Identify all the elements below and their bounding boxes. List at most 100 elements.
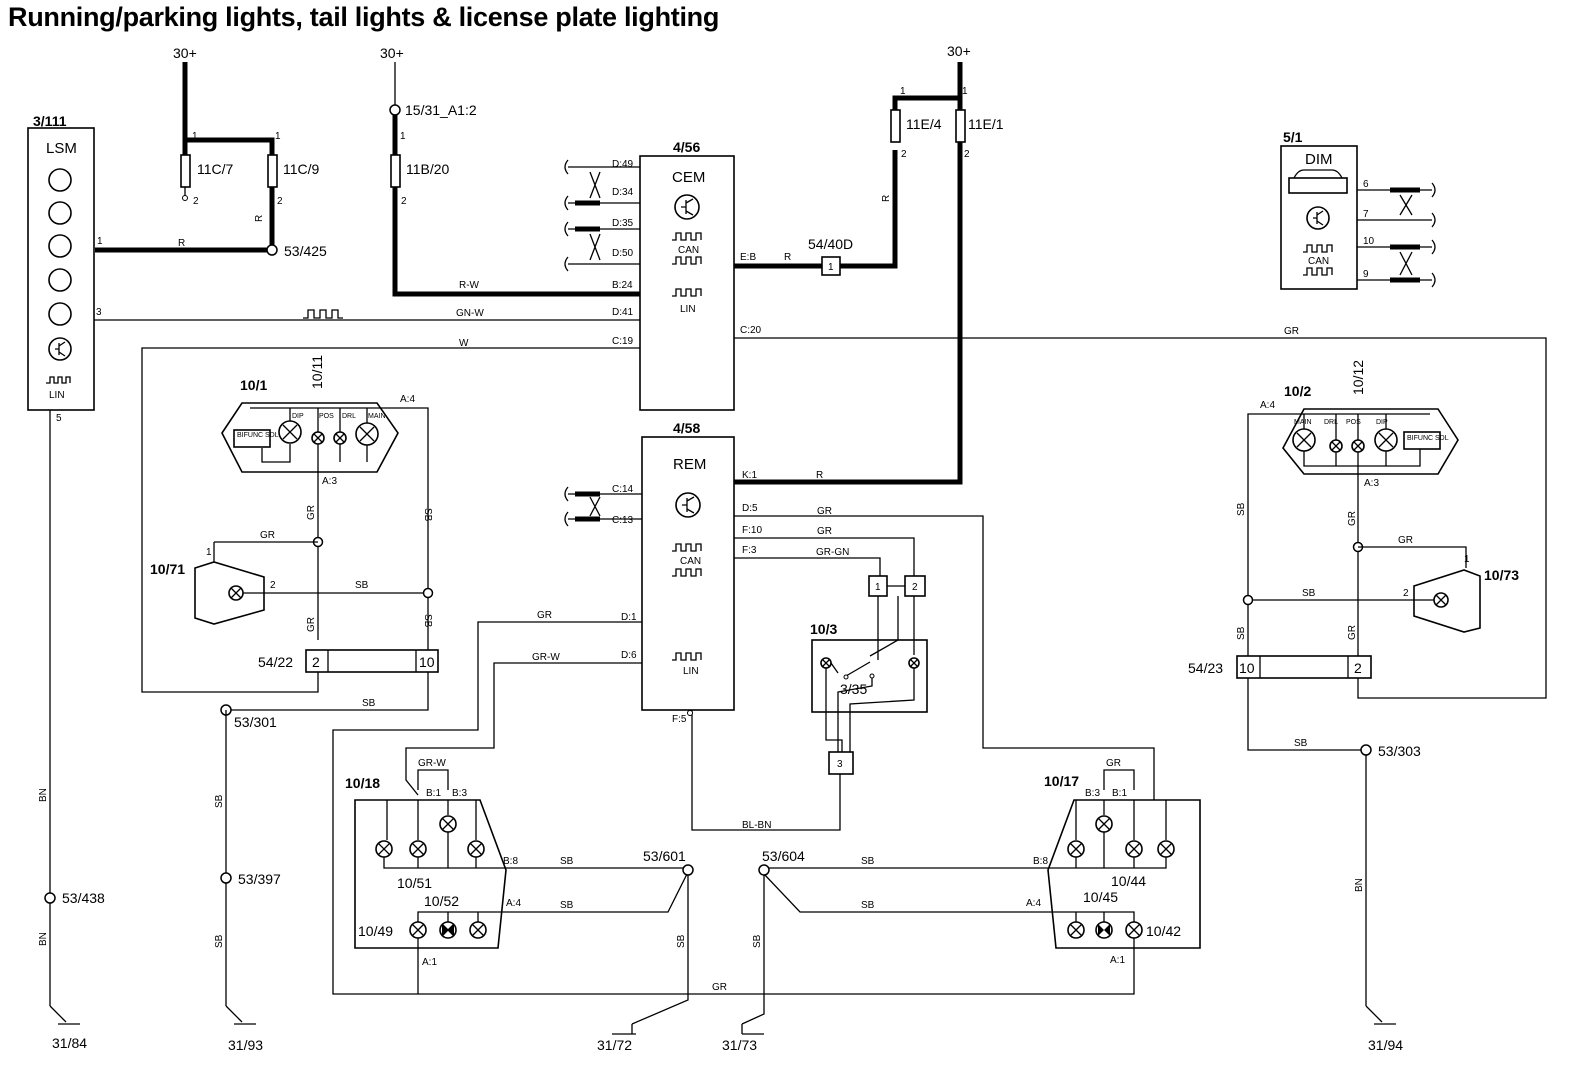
rem-pin-label: C:13 (612, 515, 634, 526)
pin-label: 1 (97, 236, 103, 247)
component-label: 10/45 (1083, 889, 1118, 905)
dim-pin-label: 9 (1363, 269, 1369, 280)
wire-color-label: R-W (459, 280, 480, 291)
lamp-label: POS (319, 413, 334, 420)
connector-label: 54/23 (1188, 660, 1223, 676)
cem-name: CEM (672, 169, 705, 186)
wire-color-label: W (459, 338, 469, 349)
component-label: 10/71 (150, 561, 185, 577)
headlamp-left-sub: 10/11 (309, 355, 325, 389)
connector-pin: A:3 (322, 476, 337, 487)
lsm-id: 3/111 (33, 113, 67, 129)
wire-color-label: SB (362, 698, 376, 709)
fuse-11b20-label: 11B/20 (406, 161, 450, 177)
ground-31-84 (49, 1005, 80, 1025)
connector-pin: A:4 (1026, 898, 1041, 909)
headlamp-right-sub: 10/12 (1350, 360, 1366, 395)
wire-color-label: SB (861, 856, 875, 867)
wire-color-label: BL-BN (742, 820, 771, 831)
splice-53-303 (1360, 744, 1372, 756)
component-label: 10/73 (1484, 567, 1519, 583)
pin-label: 1 (400, 131, 406, 142)
pin-label: 1 (275, 131, 281, 142)
component-label: 10/49 (358, 923, 393, 939)
fuse-11e4 (890, 109, 901, 143)
rem-pin-label: D:5 (742, 503, 758, 514)
connector-pin: 1 (828, 262, 834, 273)
pin-label: 2 (270, 580, 276, 591)
splice-label: 53/604 (762, 848, 805, 864)
ground-label: 31/72 (597, 1037, 632, 1053)
cem-module (639, 155, 735, 411)
module-label: BIFUNC SDL (1407, 435, 1449, 442)
cem-pin-label: D:35 (612, 218, 634, 229)
splice-label: 53/397 (238, 871, 281, 887)
connector-pin: 2 (1354, 660, 1362, 676)
rem-pin-label: F:10 (742, 525, 762, 536)
headlamp-left-id: 10/1 (240, 377, 267, 393)
wire-color-label: GR (537, 610, 552, 621)
pin-label: 1 (1464, 554, 1470, 565)
component-label: 10/3 (810, 621, 837, 637)
component-label: 10/18 (345, 775, 380, 791)
rem-pin-label: D:6 (621, 650, 637, 661)
pin-label: 5 (56, 413, 62, 424)
pin-label: 2 (277, 196, 283, 207)
cem-can-bus-pins (564, 159, 640, 272)
ground-31-94 (1365, 1005, 1396, 1025)
ground-31-73 (741, 1024, 764, 1035)
connector-pin: A:1 (422, 957, 437, 968)
wire-color-label: SB (560, 856, 574, 867)
component-label: 10/17 (1044, 773, 1079, 789)
rem-pin-label: K:1 (742, 470, 757, 481)
cem-pin-label: D:34 (612, 187, 634, 198)
wire-color-label: SB (752, 934, 763, 948)
wire-color-label: GR (1347, 625, 1358, 640)
connector-pin: 1 (875, 582, 881, 593)
dim-pin-label: 6 (1363, 179, 1369, 190)
pin-label: 1 (206, 547, 212, 558)
tail-light-left (354, 799, 507, 949)
fuse-11e4-label: 11E/4 (906, 116, 942, 132)
splice-53-601 (682, 864, 694, 876)
wire-color-label: BN (38, 932, 49, 946)
connector-pin: B:8 (1033, 856, 1048, 867)
connector-pin: B:3 (1085, 788, 1100, 799)
dim-id: 5/1 (1283, 129, 1303, 145)
wire-color-label: GR (817, 506, 832, 517)
wire-color-label: R (784, 252, 791, 263)
wire-color-label: GN-W (456, 308, 484, 319)
wire-color-label: GR (1398, 535, 1413, 546)
wire-color-label: GR-W (532, 652, 560, 663)
rem-name: REM (673, 456, 706, 473)
cem-pin-label: D:41 (612, 307, 634, 318)
wire-color-label: BN (38, 788, 49, 802)
connector-54-23 (1236, 655, 1372, 679)
lsm-name: LSM (46, 140, 77, 157)
wire-color-label: SB (560, 900, 574, 911)
module-label: BIFUNC SDL (237, 432, 279, 439)
headlamp-left (221, 402, 399, 473)
dim-pin-label: 10 (1363, 236, 1375, 247)
component-label: 10/51 (397, 875, 432, 891)
cem-pin-label: E:B (740, 252, 756, 263)
wire-color-label: SB (1294, 738, 1308, 749)
wire-color-label: BN (1354, 878, 1365, 892)
fuse-11c9 (267, 154, 278, 188)
rem-module (641, 436, 735, 711)
wire-color-label: SB (1236, 626, 1247, 640)
rem-id: 4/58 (673, 420, 700, 436)
power-30-right: 30+ (947, 43, 971, 59)
connector-54-22 (305, 649, 439, 673)
connector-pin-3 (828, 751, 854, 775)
pin-label: 1 (192, 131, 198, 142)
page-title: Running/parking lights, tail lights & li… (8, 2, 720, 32)
connector-pin: 10 (419, 654, 435, 670)
ground-31-93 (225, 1005, 256, 1025)
splice-label: 53/303 (1378, 743, 1421, 759)
ground-label: 31/94 (1368, 1037, 1403, 1053)
component-label: 3/35 (840, 681, 867, 697)
splice-label: 53/301 (234, 714, 277, 730)
cem-id: 4/56 (673, 139, 700, 155)
fuse-11c9-label: 11C/9 (283, 161, 320, 177)
